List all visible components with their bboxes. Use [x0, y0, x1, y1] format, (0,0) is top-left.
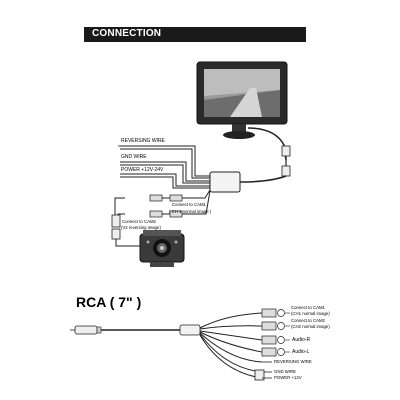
rca-title: RCA ( 7" ) — [76, 294, 142, 310]
label-power: POWER +12V-24V — [121, 167, 164, 173]
rca-label-cam1-line1: Connect to CAM1 — [291, 305, 325, 310]
label-cam2-line1: Connect to CAM2 — [122, 219, 156, 224]
rca-label-cam2-line1: Connect to CAM2 — [291, 318, 325, 323]
section-header-bar: CONNECTION — [84, 27, 306, 42]
rca-label-cam2-line2: (CH2 normal image) — [291, 324, 330, 329]
rca-label-cam1-line2: (CH1 normal image) — [291, 311, 330, 316]
label-gnd-wire: GND WIRE — [121, 154, 147, 160]
rca-cable-illustration — [70, 312, 263, 379]
rca-label-reversing-wire: REVERSING WIRE — [274, 359, 312, 364]
rca-label-leaders — [285, 312, 290, 353]
rca-bare-wire-leads — [254, 361, 272, 381]
monitor-plug — [281, 145, 291, 177]
cam2-rca-plugs — [149, 210, 183, 218]
rca-female-connectors — [261, 308, 285, 357]
monitor-illustration — [196, 61, 288, 139]
rca-label-audio-r: Audio-R — [292, 337, 311, 343]
label-cam2-line2: (V2 reversing image) — [121, 225, 161, 230]
top-wire-bundle — [120, 145, 210, 189]
camera-illustration — [139, 230, 185, 267]
section-header-title: CONNECTION — [92, 28, 162, 39]
cam1-rca-plugs — [149, 194, 183, 202]
label-reversing-wire: REVERSING WIRE — [121, 138, 165, 144]
label-cam1-line2: ( CH 1 normal image ) — [169, 209, 212, 214]
label-cam1-line1: Connect to CAM1 — [172, 202, 206, 207]
rca-label-gnd-wire: GND WIRE — [274, 369, 296, 374]
monitor-cable — [247, 127, 287, 161]
rca-label-power: POWER +12V — [274, 375, 302, 380]
junction-box — [209, 171, 241, 193]
camera-connector-plugs — [111, 214, 140, 247]
rca-label-audio-l: Audio-L — [292, 349, 310, 355]
junction-to-monitor-cable — [239, 175, 287, 183]
